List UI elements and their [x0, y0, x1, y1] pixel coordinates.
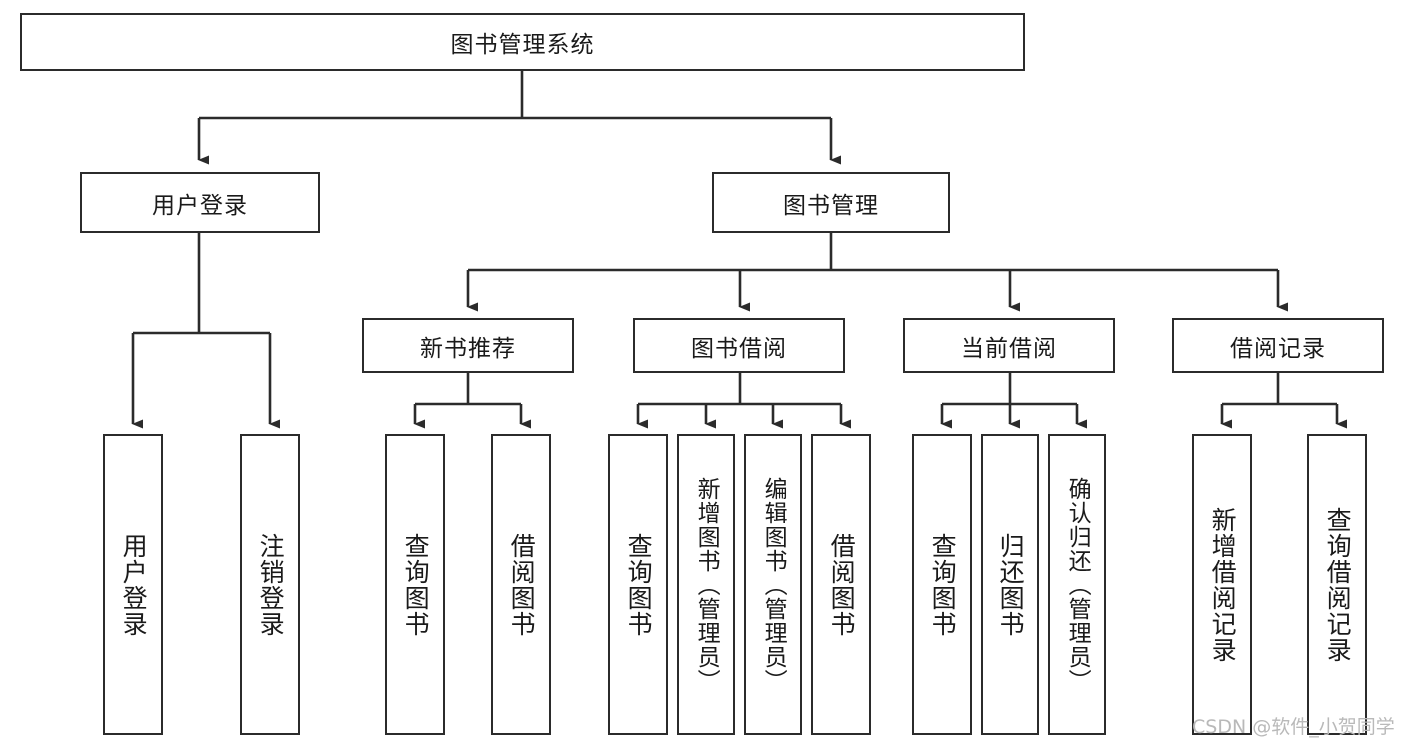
leaf-borrow-add-book-admin[interactable]: 新增图书（管理员）	[677, 434, 735, 735]
leaf-user-login-login[interactable]: 用户登录	[103, 434, 163, 735]
leaf-current-query-book[interactable]: 查询图书	[912, 434, 972, 735]
csdn-watermark: CSDN @软件_小贺同学	[1192, 716, 1395, 738]
leaf-record-add-record[interactable]: 新增借阅记录	[1192, 434, 1252, 735]
node-current-borrow[interactable]: 当前借阅	[903, 318, 1115, 373]
leaf-recommend-query-book[interactable]: 查询图书	[385, 434, 445, 735]
node-root-system[interactable]: 图书管理系统	[20, 13, 1025, 71]
leaf-label: 注销登录	[256, 532, 286, 637]
leaf-label: 查询借阅记录	[1323, 506, 1353, 663]
leaf-label: 新增借阅记录	[1208, 506, 1238, 663]
node-book-management[interactable]: 图书管理	[712, 172, 950, 233]
leaf-record-query-record[interactable]: 查询借阅记录	[1307, 434, 1367, 735]
leaf-user-login-logout[interactable]: 注销登录	[240, 434, 300, 735]
leaf-label: 借阅图书	[827, 532, 857, 637]
leaf-label: 借阅图书	[507, 532, 537, 637]
leaf-recommend-borrow-book[interactable]: 借阅图书	[491, 434, 551, 735]
leaf-label: 查询图书	[624, 532, 654, 637]
leaf-borrow-borrow-book[interactable]: 借阅图书	[811, 434, 871, 735]
leaf-label: 新增图书（管理员）	[693, 476, 720, 693]
leaf-label: 归还图书	[996, 532, 1026, 637]
leaf-label: 确认归还（管理员）	[1064, 476, 1091, 693]
leaf-current-confirm-return-admin[interactable]: 确认归还（管理员）	[1048, 434, 1106, 735]
node-book-borrow[interactable]: 图书借阅	[633, 318, 845, 373]
node-new-book-recommend[interactable]: 新书推荐	[362, 318, 574, 373]
node-borrow-record[interactable]: 借阅记录	[1172, 318, 1384, 373]
leaf-borrow-edit-book-admin[interactable]: 编辑图书（管理员）	[744, 434, 802, 735]
leaf-label: 用户登录	[119, 532, 149, 637]
leaf-label: 编辑图书（管理员）	[760, 476, 787, 693]
leaf-current-return-book[interactable]: 归还图书	[981, 434, 1039, 735]
leaf-borrow-query-book[interactable]: 查询图书	[608, 434, 668, 735]
leaf-label: 查询图书	[928, 532, 958, 637]
node-user-login[interactable]: 用户登录	[80, 172, 320, 233]
leaf-label: 查询图书	[401, 532, 431, 637]
